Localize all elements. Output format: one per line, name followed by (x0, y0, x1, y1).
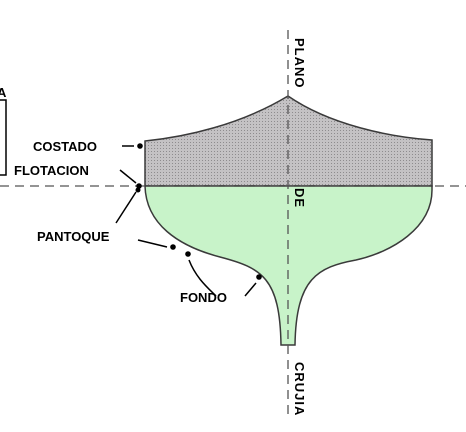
pantoque-upper-dot (135, 187, 141, 193)
pantoque-leader (137, 239, 168, 248)
pantoque-upper-leader (115, 191, 137, 224)
fondo-label: FONDO (180, 290, 227, 305)
flotacion-label: FLOTACION (14, 163, 89, 178)
pantoque-dot (170, 244, 176, 250)
crujia-label: CRUJIA (292, 362, 307, 416)
left-edge-bracket (0, 99, 7, 176)
fondo-right-dot (256, 274, 262, 280)
de-label: DE (292, 188, 307, 208)
flotacion-leader (119, 169, 137, 184)
edge-letter: A (0, 85, 7, 100)
costado-label: COSTADO (33, 139, 97, 154)
fondo-left-leader (188, 259, 217, 297)
fondo-left-dot (185, 251, 191, 257)
pantoque-label: PANTOQUE (37, 229, 110, 244)
flotacion-dot (136, 183, 142, 189)
costado-dot (137, 143, 143, 149)
fondo-right-leader (244, 282, 257, 297)
plano-label: PLANO (292, 38, 307, 89)
underwater-hull-area (144, 185, 433, 346)
